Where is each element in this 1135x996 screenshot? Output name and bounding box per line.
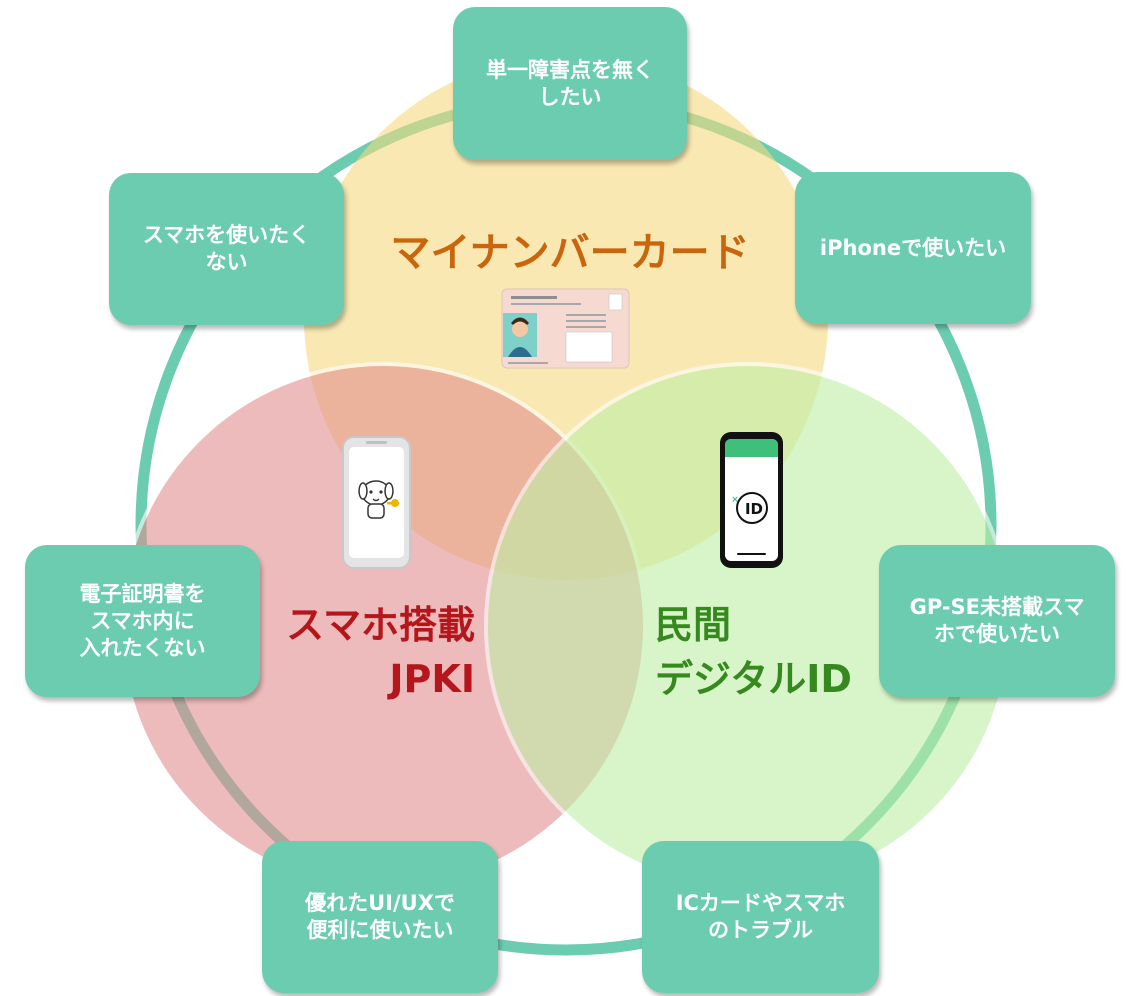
jpki-label: スマホ搭載 JPKI (250, 598, 475, 706)
private-id-phone-image: ID × (720, 432, 783, 568)
requirement-box-top-right: iPhoneで使いたい (795, 172, 1031, 324)
private-id-label-line-2: デジタルID (655, 657, 852, 701)
requirement-box-mid-right: GP-SE未搭載スマ ホで使いたい (879, 545, 1115, 697)
requirement-mid-right-line-2: ホで使いたい (933, 622, 1060, 646)
requirement-top-left-line-2: ない (205, 250, 248, 274)
requirement-top-left-line-1: スマホを使いたく (142, 223, 311, 247)
requirement-bottom-right-line-2: のトラブル (707, 918, 813, 942)
requirement-top-right-line-1: iPhoneで使いたい (819, 235, 1007, 260)
requirement-box-top: 単一障害点を無く したい (453, 7, 687, 160)
requirement-top-line-2: したい (538, 84, 602, 109)
mynumber-label: マイナンバーカード (390, 230, 750, 276)
id-badge-mark: × (731, 495, 739, 505)
jpki-label-line-1: スマホ搭載 (286, 603, 475, 647)
requirement-bottom-right-line-1: ICカードやスマホ (675, 891, 846, 915)
jpki-phone-image (342, 436, 411, 569)
requirement-bottom-left-line-2: 便利に使いたい (306, 918, 454, 942)
requirement-mid-right-line-1: GP-SE未搭載スマ (909, 595, 1085, 619)
jpki-label-line-2: JPKI (389, 657, 475, 701)
requirement-mid-left-line-3: 入れたくない (79, 635, 206, 660)
mynumber-card-image (501, 288, 630, 369)
requirement-box-top-left: スマホを使いたく ない (109, 173, 344, 325)
private-id-label: 民間 デジタルID (655, 598, 852, 706)
requirement-box-bottom-left: 優れたUI/UXで 便利に使いたい (262, 841, 498, 993)
requirement-box-bottom-right: ICカードやスマホ のトラブル (642, 841, 879, 993)
requirement-bottom-left-line-1: 優れたUI/UXで (305, 891, 455, 915)
requirement-mid-left-line-2: スマホ内に (90, 608, 195, 633)
requirement-box-mid-left: 電子証明書を スマホ内に 入れたくない (25, 545, 260, 697)
private-id-label-line-1: 民間 (655, 603, 732, 647)
id-badge-text: ID (745, 500, 763, 518)
requirement-mid-left-line-1: 電子証明書を (79, 581, 206, 606)
requirement-top-line-1: 単一障害点を無く (486, 57, 654, 82)
